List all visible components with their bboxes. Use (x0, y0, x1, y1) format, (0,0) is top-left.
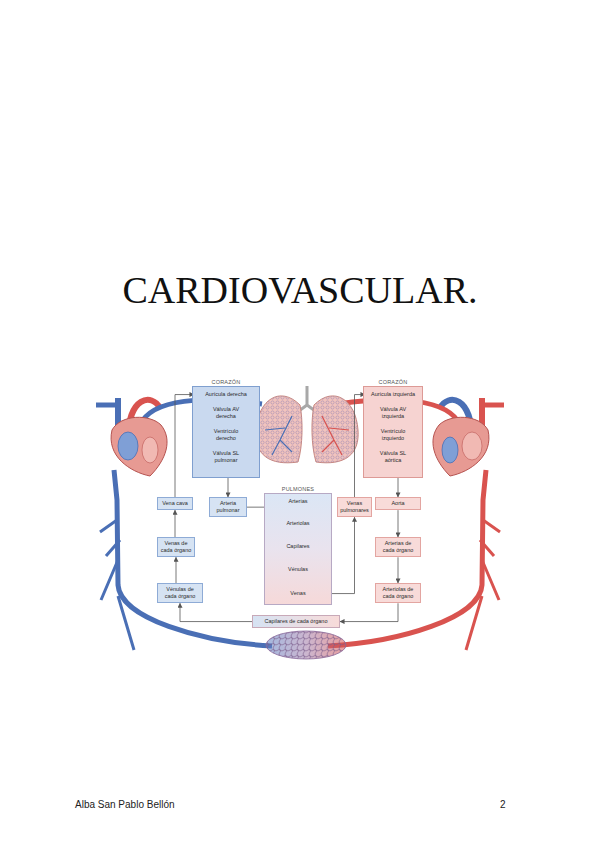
node-text: Ventrículo izquierdo (371, 428, 415, 442)
capillary-network (266, 631, 346, 659)
node-text: Válvula AV derecha (204, 406, 248, 420)
lung-panel: PULMONESArteriasArteriolasCapilaresVénul… (264, 493, 332, 605)
flow-arrow (398, 557, 399, 583)
node-text: Aurícula derecha (194, 391, 258, 398)
vessel-box: Aorta (375, 497, 421, 510)
lung-step: Arteriolas (278, 520, 318, 527)
node-text: Aorta (378, 500, 418, 507)
node-text: Válvula SL pulmonar (204, 450, 248, 464)
node-text: Arteriolas (278, 520, 318, 527)
panel-heading: CORAZÓN (183, 379, 269, 386)
node-text: Aurícula izquierda (365, 391, 421, 398)
flow-arrow (180, 603, 252, 621)
node-text: Arteria pulmonar (212, 500, 244, 514)
heart-step: Aurícula izquierda (365, 391, 421, 398)
node-text: Vena cava (160, 500, 190, 507)
heart-panel: CORAZÓNAurícula derechaVálvula AV derech… (192, 386, 260, 478)
node-text: Arterias de cada órgano (378, 540, 418, 554)
heart-step: Válvula AV izquierda (371, 406, 415, 420)
vessel-box: Arteria pulmonar (209, 497, 247, 517)
flow-arrow (340, 603, 398, 621)
heart-step: Válvula SL aórtica (371, 450, 415, 464)
node-text: Válvula SL aórtica (371, 450, 415, 464)
vessel-box: Arterias de cada órgano (375, 537, 421, 557)
node-text: Válvula AV izquierda (371, 406, 415, 420)
node-text: Venas pulmonares (340, 500, 369, 514)
lung-step: Vénulas (278, 566, 318, 573)
node-text: Vénulas de cada órgano (160, 586, 200, 600)
node-text: Venas (278, 590, 318, 597)
node-text: Vénulas (278, 566, 318, 573)
vessel-box: Arteriolas de cada órgano (375, 583, 421, 603)
node-text: Arteriolas de cada órgano (378, 586, 418, 600)
heart-step: Válvula SL pulmonar (204, 450, 248, 464)
flow-arrow (175, 510, 176, 537)
node-text: Ventrículo derecho (204, 428, 248, 442)
vessel-box: Venas de cada órgano (157, 537, 195, 557)
flow-arrow (398, 510, 399, 537)
heart-step: Aurícula derecha (194, 391, 258, 398)
panel-heading: CORAZÓN (354, 379, 432, 386)
heart-panel: CORAZÓNAurícula izquierdaVálvula AV izqu… (363, 386, 423, 478)
vessel-box: Vena cava (157, 497, 193, 510)
lung-step: Arterias (278, 498, 318, 505)
lung-step: Capilares (278, 543, 318, 550)
heart-step: Ventrículo izquierdo (371, 428, 415, 442)
vessel-box: Vénulas de cada órgano (157, 583, 203, 603)
capillary-box: Capilares de cada órgano (252, 615, 340, 628)
lungs (256, 386, 358, 463)
panel-heading: PULMONES (255, 486, 341, 493)
node-text: Capilares (278, 543, 318, 550)
page-title: CARDIOVASCULAR. (0, 268, 600, 312)
page-number: 2 (500, 799, 506, 810)
heart-step: Válvula AV derecha (204, 406, 248, 420)
vessel-box: Venas pulmonares (337, 497, 372, 517)
lung-step: Venas (278, 590, 318, 597)
author-footer: Alba San Pablo Bellón (75, 799, 175, 810)
node-text: Capilares de cada órgano (255, 618, 337, 625)
node-text: Arterias (278, 498, 318, 505)
node-text: Venas de cada órgano (160, 540, 192, 554)
heart-step: Ventrículo derecho (204, 428, 248, 442)
flow-arrow (176, 557, 177, 583)
